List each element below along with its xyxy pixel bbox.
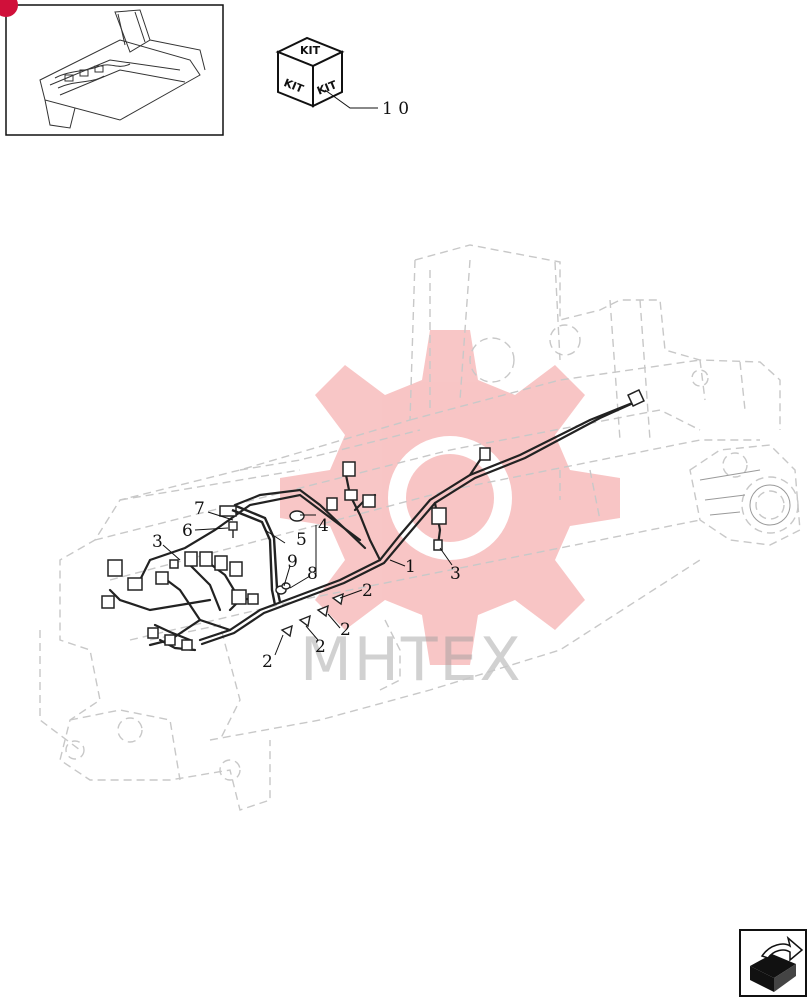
callout-2-b: 2 — [340, 620, 351, 640]
chassis-thumbnail-icon[interactable] — [0, 0, 224, 136]
harness-connectors — [101, 389, 645, 651]
next-page-arrow-icon[interactable] — [739, 929, 807, 997]
callout-2-c: 2 — [315, 637, 326, 657]
callout-leaders — [162, 511, 453, 656]
callout-7: 7 — [194, 499, 205, 519]
kit-label-top: KIT — [300, 44, 321, 57]
hydraulic-pump — [699, 469, 791, 526]
kit-box-icon: KIT KIT KIT — [275, 36, 378, 109]
callout-8: 8 — [307, 564, 318, 584]
callout-5: 5 — [296, 530, 307, 550]
callout-4: 4 — [318, 516, 329, 536]
kit-callout: 1 0 — [382, 99, 409, 119]
callout-1: 1 — [405, 557, 416, 577]
hardware-parts — [228, 510, 344, 638]
callout-9: 9 — [287, 552, 298, 572]
watermark-text: MHTEX — [300, 625, 523, 695]
callout-6: 6 — [182, 521, 193, 541]
callout-3-left: 3 — [152, 532, 163, 552]
watermark-gear-icon — [280, 330, 620, 665]
chassis-outline — [39, 244, 801, 811]
callout-2-a: 2 — [362, 581, 373, 601]
callout-2-d: 2 — [262, 652, 273, 672]
callout-3-right: 3 — [450, 564, 461, 584]
